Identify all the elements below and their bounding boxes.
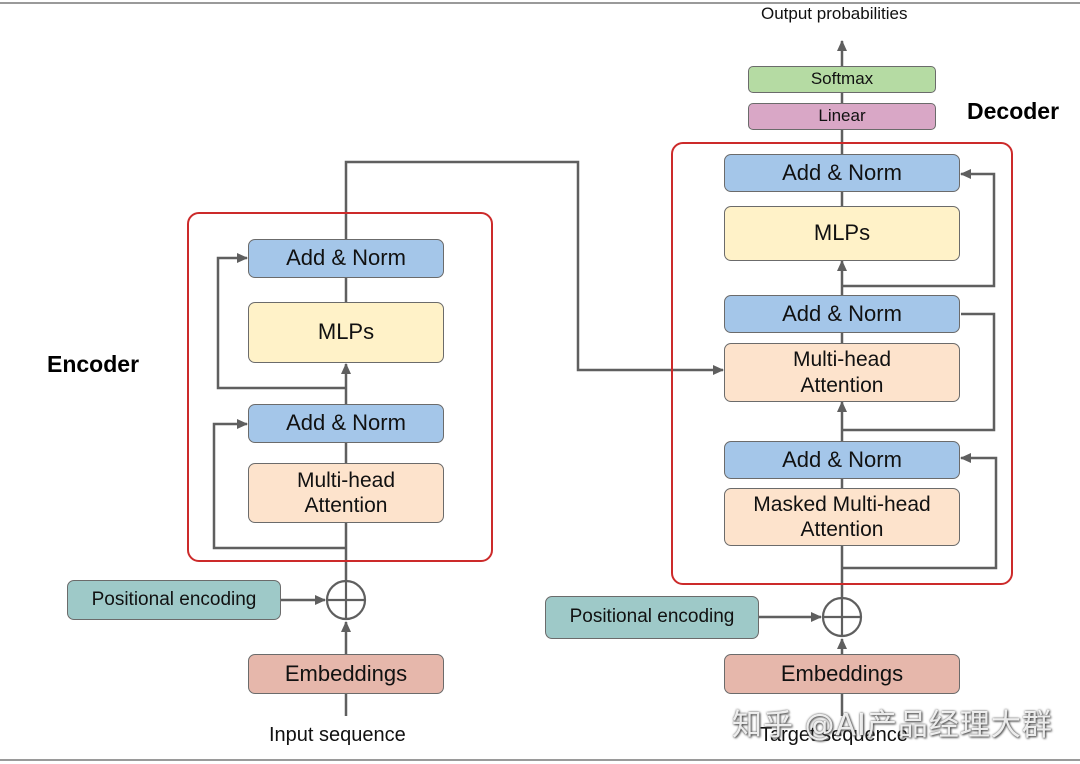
encoder-embeddings: Embeddings xyxy=(248,654,444,694)
decoder-masked-attention: Masked Multi-head Attention xyxy=(724,488,960,546)
encoder-sum-node xyxy=(325,579,367,621)
bottom-border xyxy=(0,759,1080,761)
decoder-add-norm-bottom: Add & Norm xyxy=(724,441,960,479)
encoder-multi-head-attention: Multi-head Attention xyxy=(248,463,444,523)
decoder-embeddings: Embeddings xyxy=(724,654,960,694)
encoder-add-norm-bottom: Add & Norm xyxy=(248,404,444,443)
decoder-positional-encoding: Positional encoding xyxy=(545,596,759,639)
encoder-output-line xyxy=(344,160,724,375)
encoder-title: Encoder xyxy=(47,351,140,377)
decoder-residual-3 xyxy=(842,169,996,288)
output-probabilities-label: Output probabilities xyxy=(761,4,908,23)
decoder-frame xyxy=(671,142,1013,585)
encoder-residual-1 xyxy=(212,419,346,550)
encoder-positional-encoding: Positional encoding xyxy=(67,580,281,620)
top-border xyxy=(0,2,1080,4)
decoder-title: Decoder xyxy=(967,98,1060,124)
decoder-cross-attention: Multi-head Attention xyxy=(724,343,960,402)
decoder-residual-1 xyxy=(842,453,998,570)
decoder-add-norm-middle: Add & Norm xyxy=(724,295,960,333)
decoder-mlps: MLPs xyxy=(724,206,960,261)
encoder-add-norm-top: Add & Norm xyxy=(248,239,444,278)
watermark: 知乎 @AI产品经理大群 xyxy=(732,708,1053,743)
decoder-linear: Linear xyxy=(748,103,936,130)
encoder-mlps: MLPs xyxy=(248,302,444,363)
decoder-add-norm-top: Add & Norm xyxy=(724,154,960,192)
decoder-sum-node xyxy=(821,596,863,638)
decoder-softmax: Softmax xyxy=(748,66,936,93)
encoder-residual-2 xyxy=(216,253,346,390)
input-sequence-label: Input sequence xyxy=(269,724,406,746)
encoder-frame xyxy=(187,212,493,562)
decoder-residual-2 xyxy=(842,312,996,432)
target-sequence-label: Target sequence xyxy=(760,724,908,746)
